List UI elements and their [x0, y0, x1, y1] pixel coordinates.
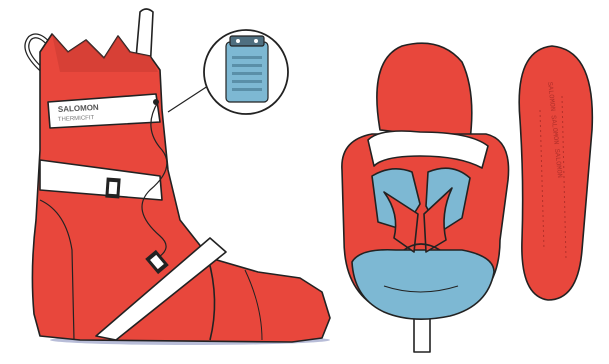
insole: SALOMON SALOMON SALOMON — [519, 46, 592, 300]
liner-top-view — [342, 43, 509, 352]
heat-pack-icon — [226, 36, 268, 102]
heel-foam — [352, 250, 494, 319]
liner-tongue — [377, 43, 472, 140]
zoom-callout-icon — [204, 30, 288, 114]
